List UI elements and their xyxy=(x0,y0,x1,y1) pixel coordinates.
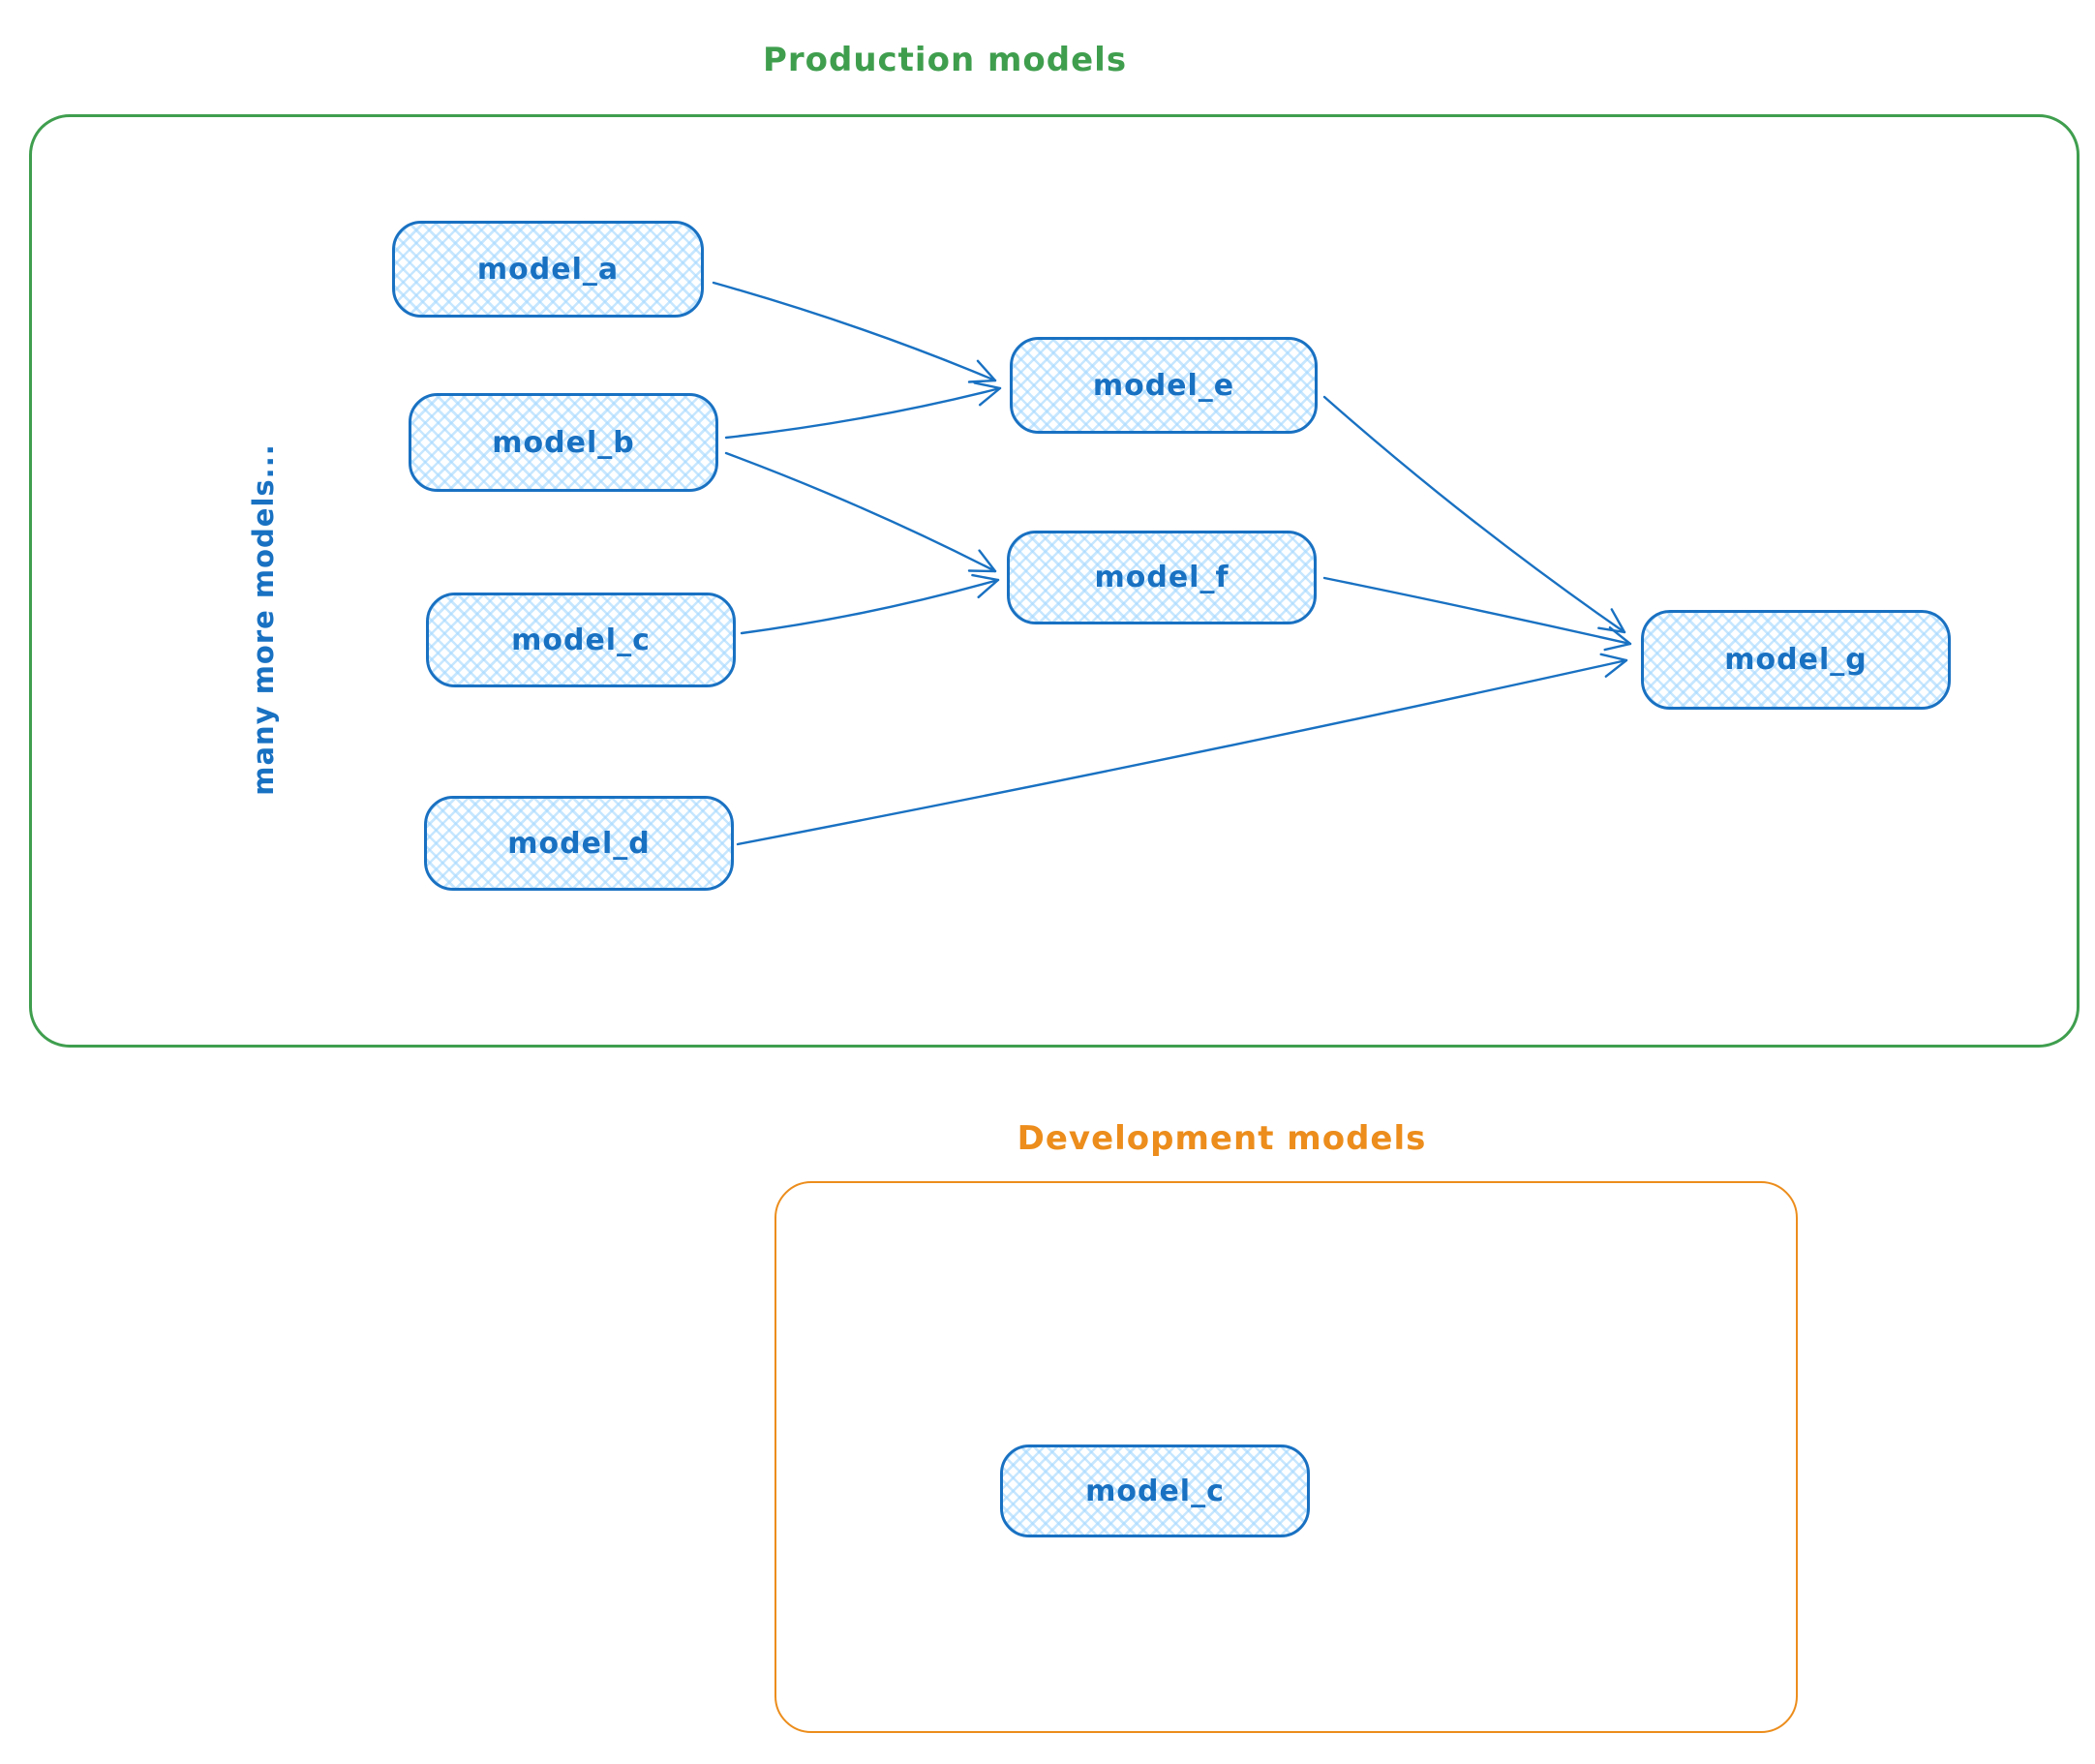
node-dev-model-c: model_c xyxy=(1000,1445,1310,1537)
node-model-d-label: model_d xyxy=(507,826,651,861)
node-model-g: model_g xyxy=(1641,610,1951,710)
node-model-c: model_c xyxy=(426,593,736,687)
node-model-g-label: model_g xyxy=(1724,643,1867,677)
many-more-models-note: many more models... xyxy=(247,443,280,796)
node-model-e-label: model_e xyxy=(1092,368,1235,403)
development-group-title: Development models xyxy=(1017,1119,1427,1158)
node-model-e: model_e xyxy=(1010,337,1318,434)
development-group-box xyxy=(774,1181,1798,1733)
production-group-title: Production models xyxy=(762,41,1128,79)
node-model-f-label: model_f xyxy=(1094,561,1230,594)
node-model-c-label: model_c xyxy=(511,623,651,657)
node-model-f: model_f xyxy=(1007,531,1317,624)
node-model-a: model_a xyxy=(392,221,704,318)
node-model-b: model_b xyxy=(409,393,718,492)
node-model-d: model_d xyxy=(424,796,734,891)
production-group-box xyxy=(29,114,2080,1048)
node-dev-model-c-label: model_c xyxy=(1085,1474,1225,1508)
node-model-a-label: model_a xyxy=(476,252,620,287)
node-model-b-label: model_b xyxy=(492,425,635,460)
